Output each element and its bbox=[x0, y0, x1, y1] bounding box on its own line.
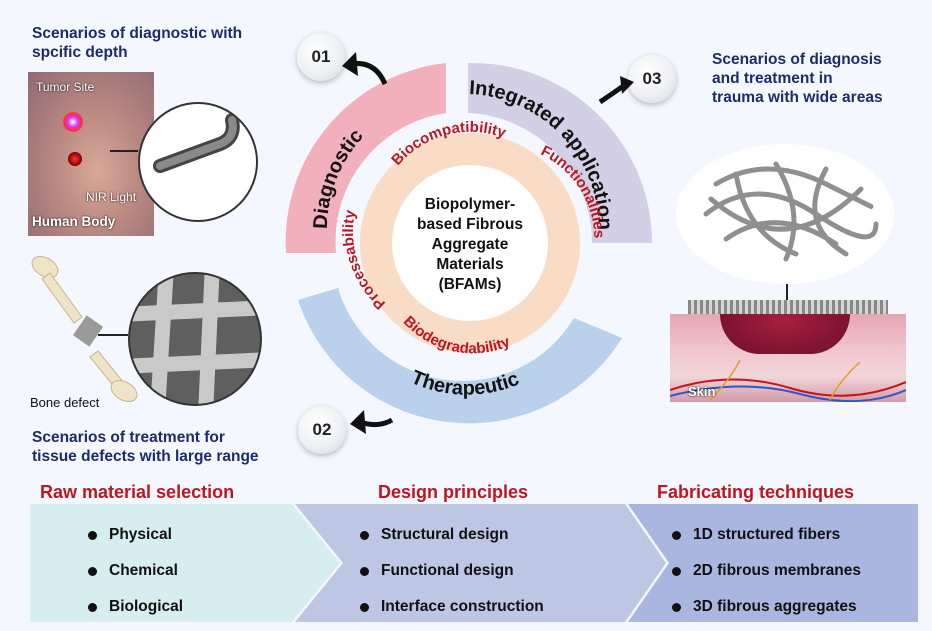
skin-label: Skin bbox=[688, 384, 716, 399]
bullet-icon bbox=[360, 602, 369, 612]
chevron-design-principles bbox=[295, 504, 666, 622]
scaffold-mesh-circle bbox=[128, 272, 262, 406]
bullet-icon bbox=[360, 530, 369, 540]
fiber-zoom-circle bbox=[138, 102, 258, 222]
scenario-3-title: Scenarios of diagnosis and treatment in … bbox=[712, 50, 883, 107]
scenario-3-arrowhead bbox=[620, 76, 634, 94]
process-chevrons bbox=[30, 504, 918, 622]
center-line-3: Aggregate bbox=[432, 236, 509, 253]
nir-light-source bbox=[68, 152, 82, 166]
bone-defect-label: Bone defect bbox=[30, 395, 100, 410]
bullet-icon bbox=[88, 566, 97, 576]
list-item: Chemical bbox=[88, 553, 183, 589]
tangle-connector-line bbox=[786, 284, 788, 302]
blood-vessels bbox=[670, 360, 906, 402]
list-item: Functional design bbox=[360, 553, 544, 589]
diagnostic-segment bbox=[285, 63, 446, 253]
tumor-site-glow bbox=[63, 112, 83, 132]
human-body-image: Tumor Site NIR Light Human Body bbox=[28, 72, 154, 236]
scenario-1-number-badge: 01 bbox=[297, 33, 345, 81]
bone-scaffold-patch bbox=[72, 315, 104, 347]
raw-material-selection-title: Raw material selection bbox=[40, 482, 235, 502]
bullet-icon bbox=[360, 566, 369, 576]
design-principles-list: Structural design Functional design Inte… bbox=[360, 517, 544, 625]
list-item: Physical bbox=[88, 517, 183, 553]
raw-material-list: Physical Chemical Biological bbox=[88, 517, 183, 625]
wound-area bbox=[720, 314, 850, 354]
scenario-2-arrowhead bbox=[350, 410, 366, 434]
scenario-2-title-line-2: tissue defects with large range bbox=[32, 448, 259, 465]
bullet-icon bbox=[672, 530, 681, 540]
list-item: 3D fibrous aggregates bbox=[672, 589, 861, 625]
fiber-tangle-illustration bbox=[703, 161, 879, 262]
fibrous-membrane-patch bbox=[688, 300, 888, 316]
center-title: Biopolymer- based Fibrous Aggregate Mate… bbox=[417, 196, 523, 293]
scenario-1-arrowhead bbox=[342, 52, 358, 76]
scenario-3-title-line-2: and treatment in bbox=[712, 70, 833, 87]
center-circle bbox=[392, 165, 548, 321]
scenario-1-title: Scenarios of diagnostic with spcific dep… bbox=[32, 24, 242, 62]
list-item: 1D structured fibers bbox=[672, 517, 861, 553]
bullet-icon bbox=[672, 566, 681, 576]
scaffold-connector-line bbox=[98, 334, 128, 336]
scenario-2-title-line-1: Scenarios of treatment for bbox=[32, 429, 225, 446]
center-line-4: Materials bbox=[436, 256, 503, 273]
bullet-icon bbox=[672, 602, 681, 612]
fiber-tangle-circle bbox=[676, 144, 894, 284]
fabricating-techniques-title: Fabricating techniques bbox=[657, 482, 855, 502]
therapeutic-segment bbox=[298, 288, 622, 424]
single-fiber-illustration bbox=[153, 113, 240, 173]
scenario-2-number-badge: 02 bbox=[298, 406, 346, 454]
skin-section-image: Skin bbox=[670, 290, 906, 402]
list-item: Structural design bbox=[360, 517, 544, 553]
bullet-icon bbox=[88, 530, 97, 540]
bullet-icon bbox=[88, 602, 97, 612]
scenario-1-title-line-2: spcific depth bbox=[32, 44, 128, 61]
center-line-2: based Fibrous bbox=[417, 216, 523, 233]
fabricating-techniques-list: 1D structured fibers 2D fibrous membrane… bbox=[672, 517, 861, 625]
tumor-site-label: Tumor Site bbox=[36, 80, 95, 94]
chevron-fabricating-techniques bbox=[628, 504, 918, 622]
integrated-application-segment bbox=[468, 62, 652, 243]
center-line-1: Biopolymer- bbox=[425, 196, 515, 213]
scenario-3-title-line-3: trauma with wide areas bbox=[712, 89, 883, 106]
list-item: 2D fibrous membranes bbox=[672, 553, 861, 589]
scaffold-mesh-illustration bbox=[130, 274, 260, 404]
design-principles-title: Design principles bbox=[378, 482, 529, 502]
chevron-raw-material bbox=[30, 504, 340, 622]
fiber-connector-line bbox=[110, 150, 138, 152]
list-item: Biological bbox=[88, 589, 183, 625]
human-body-label: Human Body bbox=[32, 214, 116, 229]
list-item: Interface construction bbox=[360, 589, 544, 625]
central-ring-diagram: Diagnostic Integrated application Therap… bbox=[285, 52, 652, 434]
scenario-1-title-line-1: Scenarios of diagnostic with bbox=[32, 25, 243, 42]
nir-light-label: NIR Light bbox=[86, 190, 137, 204]
scenario-3-number-badge: 03 bbox=[628, 55, 676, 103]
bone-image bbox=[31, 256, 138, 402]
scenario-2-title: Scenarios of treatment for tissue defect… bbox=[32, 428, 259, 466]
center-line-5: (BFAMs) bbox=[439, 276, 502, 293]
scenario-3-title-line-1: Scenarios of diagnosis bbox=[712, 51, 882, 68]
